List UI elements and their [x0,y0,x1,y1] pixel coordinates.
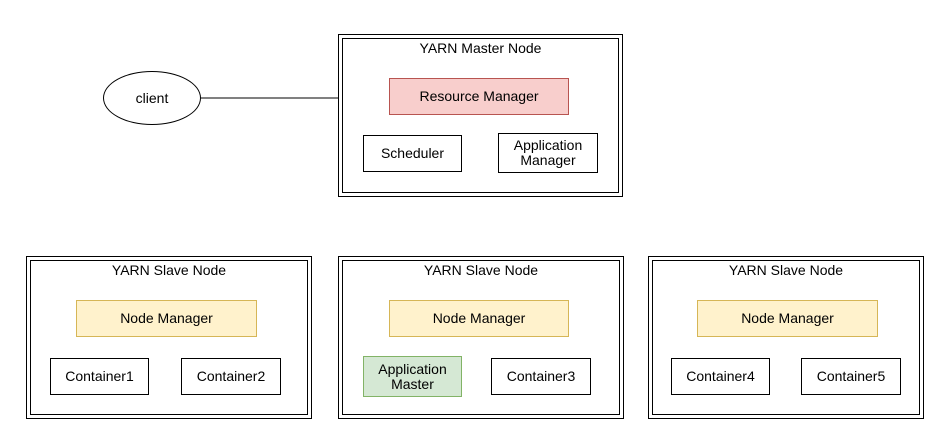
yarn-slave-node-3-title: YARN Slave Node [728,262,844,278]
resource-manager-label: Resource Manager [419,88,539,104]
resource-manager-box: Resource Manager [389,78,569,115]
container5-label: Container5 [816,368,886,384]
yarn-master-node-title: YARN Master Node [419,40,542,56]
container3-label: Container3 [506,368,576,384]
container4-label: Container4 [686,368,755,384]
scheduler-label: Scheduler [380,145,445,161]
yarn-slave-node-2-inner-border [342,260,620,415]
scheduler-box: Scheduler [363,135,462,172]
client-label: client [135,90,169,106]
container3-box: Container3 [491,358,591,395]
yarn-slave-node-1-inner-border [30,260,308,415]
application-manager-box: Application Manager [498,133,598,173]
yarn-slave-node-3-inner-border [652,260,920,415]
node-manager-2-box: Node Manager [389,300,569,337]
yarn-slave-node-2-title: YARN Slave Node [423,262,539,278]
application-master-box: Application Master [363,356,462,397]
container4-box: Container4 [671,358,770,395]
container2-box: Container2 [181,358,281,395]
node-manager-3-label: Node Manager [741,310,834,326]
container2-label: Container2 [196,368,266,384]
node-manager-1-label: Node Manager [120,310,213,326]
container1-label: Container1 [65,368,134,384]
application-master-label-line2: Master [391,375,434,392]
client-node: client [103,71,201,125]
node-manager-2-label: Node Manager [432,310,526,326]
container1-box: Container1 [50,358,149,395]
node-manager-3-box: Node Manager [697,300,878,337]
application-manager-label-line1: Application [513,137,583,153]
application-manager-label-line2: Manager [520,152,576,168]
yarn-slave-node-1-title: YARN Slave Node [111,262,227,278]
yarn-master-node-inner-border [342,38,619,193]
node-manager-1-box: Node Manager [76,300,257,337]
container5-box: Container5 [801,358,901,395]
application-master-label-line1: Application [378,360,447,377]
